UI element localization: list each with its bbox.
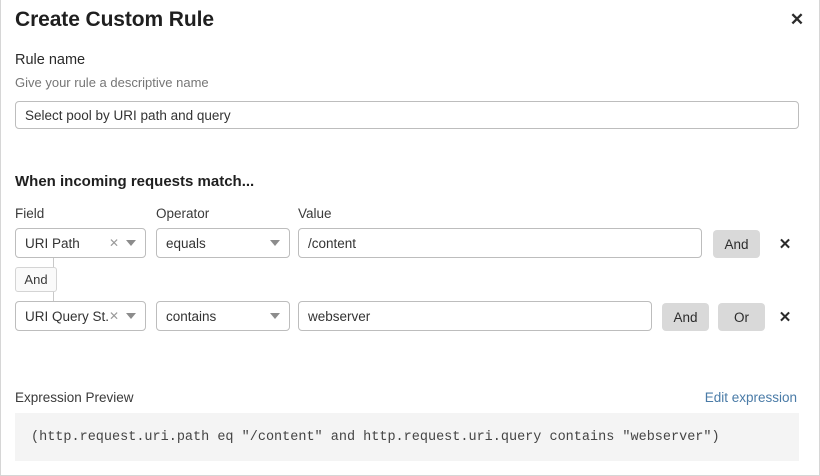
rule-name-label: Rule name — [15, 52, 86, 68]
close-icon[interactable]: ✕ — [789, 9, 805, 29]
column-header-field: Field — [15, 206, 45, 221]
page-title: Create Custom Rule — [15, 8, 214, 31]
operator-select-row-2-value: contains — [166, 308, 217, 324]
field-select-row-1-value: URI Path — [25, 235, 80, 251]
operator-select-row-1[interactable]: equals — [156, 228, 290, 258]
condition-logic-badge[interactable]: And — [15, 267, 57, 292]
expression-preview-label: Expression Preview — [15, 390, 134, 405]
delete-condition-row-1[interactable]: ✕ — [778, 235, 792, 253]
expression-preview-text: (http.request.uri.path eq "/content" and… — [31, 429, 720, 445]
field-select-row-2[interactable]: URI Query St... ✕ — [15, 301, 146, 331]
chevron-down-icon[interactable] — [270, 240, 280, 246]
conditions-heading: When incoming requests match... — [15, 173, 255, 190]
column-header-operator: Operator — [156, 206, 210, 221]
delete-condition-row-2[interactable]: ✕ — [778, 308, 792, 326]
chevron-down-icon[interactable] — [126, 313, 136, 319]
rule-name-input[interactable] — [15, 101, 799, 129]
or-button-row-2[interactable]: Or — [718, 303, 765, 331]
clear-icon[interactable]: ✕ — [108, 236, 119, 250]
value-input-row-2[interactable] — [298, 301, 652, 331]
expression-preview-box: (http.request.uri.path eq "/content" and… — [15, 413, 799, 461]
rule-name-hint: Give your rule a descriptive name — [15, 75, 209, 90]
operator-select-row-1-value: equals — [166, 235, 206, 251]
and-button-row-1[interactable]: And — [713, 230, 760, 258]
chevron-down-icon[interactable] — [126, 240, 136, 246]
field-select-row-1[interactable]: URI Path ✕ — [15, 228, 146, 258]
chevron-down-icon[interactable] — [270, 313, 280, 319]
value-input-row-1[interactable] — [298, 228, 702, 258]
operator-select-row-2[interactable]: contains — [156, 301, 290, 331]
and-button-row-2[interactable]: And — [662, 303, 709, 331]
clear-icon[interactable]: ✕ — [108, 309, 119, 323]
edit-expression-link[interactable]: Edit expression — [704, 390, 797, 405]
field-select-row-2-value: URI Query St... — [25, 308, 109, 324]
column-header-value: Value — [298, 206, 332, 221]
